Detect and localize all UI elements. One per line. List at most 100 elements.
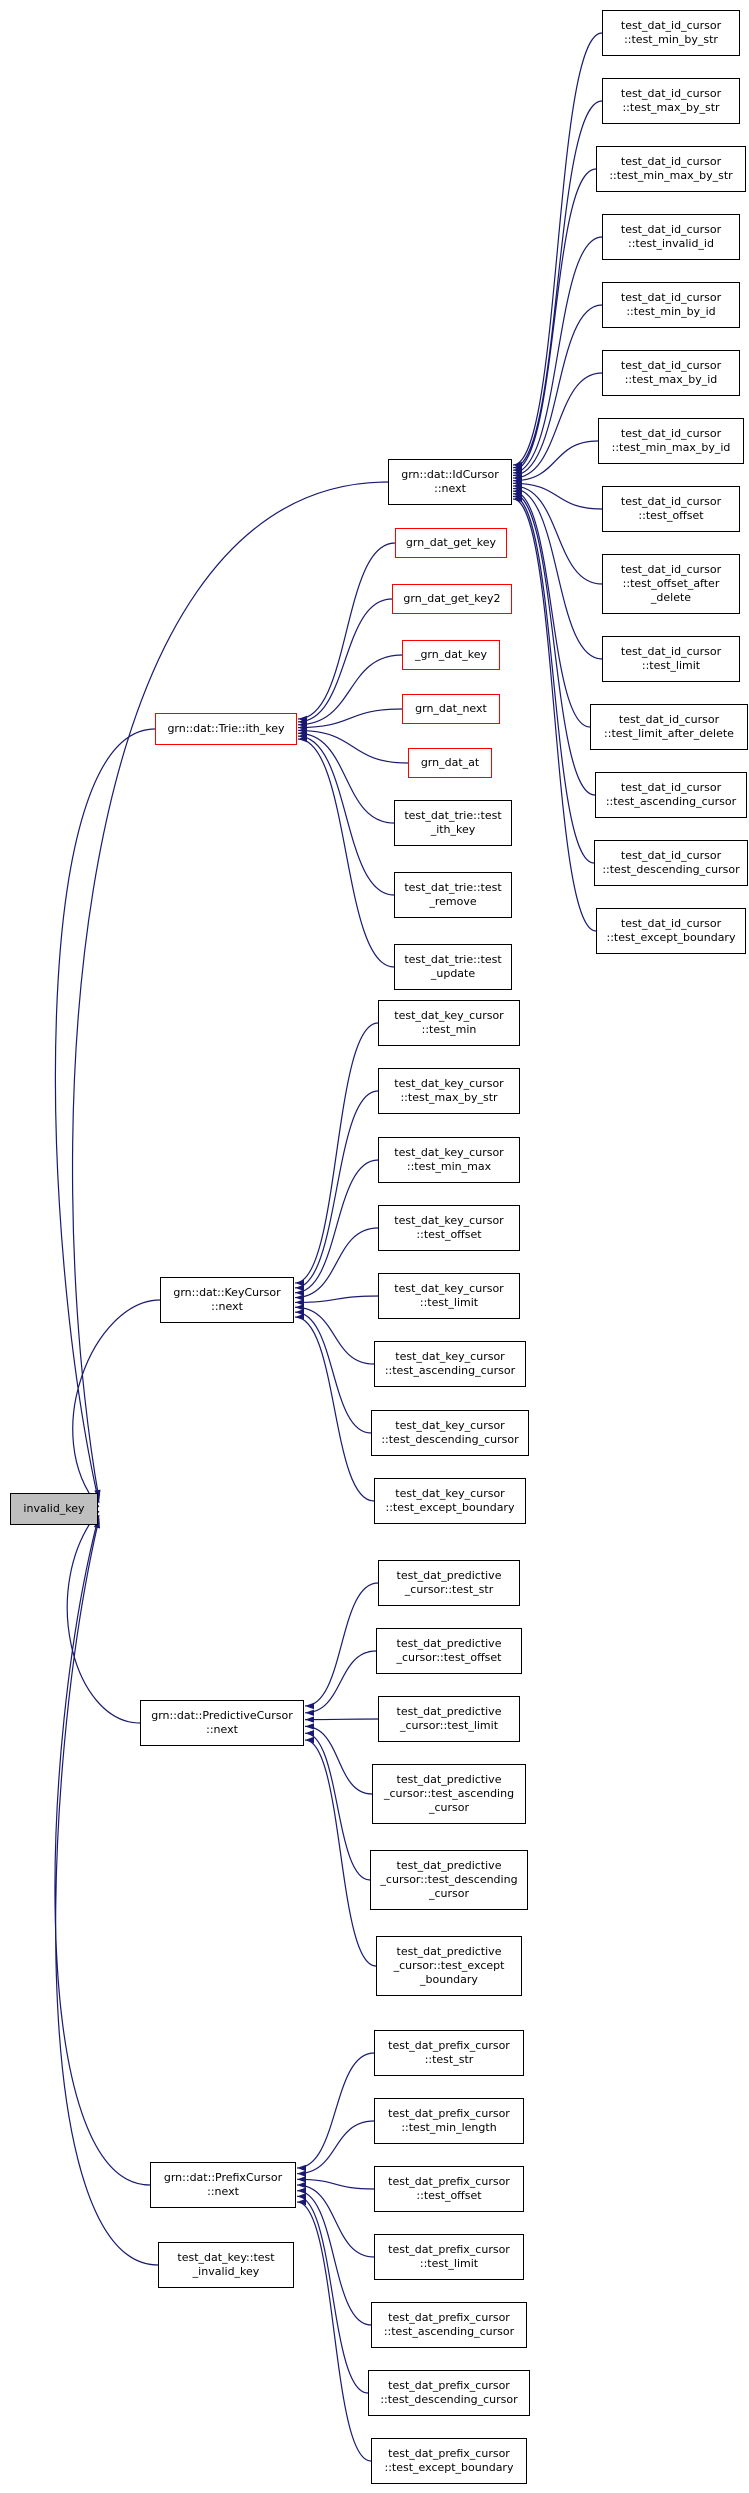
call-edge: [294, 1311, 372, 1434]
arrowhead-icon: [305, 1730, 314, 1737]
graph-node-label: _cursor::test_limit: [399, 1719, 499, 1732]
graph-node-id_offset[interactable]: test_dat_id_cursor::test_offset: [602, 486, 740, 532]
call-edge: [71, 481, 389, 1500]
graph-node-id_descending[interactable]: test_dat_id_cursor::test_descending_curs…: [594, 840, 748, 886]
graph-node-pre_offset[interactable]: test_dat_prefix_cursor::test_offset: [374, 2166, 524, 2212]
graph-node-id_min_by_str[interactable]: test_dat_id_cursor::test_min_by_str: [602, 10, 740, 56]
graph-node-key_min_max[interactable]: test_dat_key_cursor::test_min_max: [378, 1137, 520, 1183]
graph-node-label: _cursor: [428, 1887, 470, 1900]
arrowhead-icon: [295, 1313, 304, 1321]
graph-node-pre_limit[interactable]: test_dat_prefix_cursor::test_limit: [374, 2234, 524, 2280]
graph-node-pre_descending[interactable]: test_dat_prefix_cursor::test_descending_…: [368, 2370, 530, 2416]
call-edge: [297, 738, 395, 968]
graph-node-pred_str[interactable]: test_dat_predictive_cursor::test_str: [378, 1560, 520, 1606]
graph-node-key_limit[interactable]: test_dat_key_cursor::test_limit: [378, 1273, 520, 1319]
graph-node-test_invalid_key[interactable]: test_dat_key::test_invalid_key: [158, 2242, 294, 2288]
graph-node-key_except[interactable]: test_dat_key_cursor::test_except_boundar…: [374, 1478, 526, 1524]
graph-node-key_max_by_str[interactable]: test_dat_key_cursor::test_max_by_str: [378, 1068, 520, 1114]
call-edge: [54, 728, 156, 1504]
graph-node-test_remove[interactable]: test_dat_trie::test_remove: [394, 872, 512, 918]
call-edge: [512, 372, 603, 479]
graph-node-test_ith_key[interactable]: test_dat_trie::test_ith_key: [394, 800, 512, 846]
graph-node-id_min_max_by_str[interactable]: test_dat_id_cursor::test_min_max_by_str: [596, 146, 746, 192]
graph-node-id_limit_after_delete[interactable]: test_dat_id_cursor::test_limit_after_del…: [590, 704, 748, 750]
graph-node-id_ascending[interactable]: test_dat_id_cursor::test_ascending_curso…: [595, 772, 747, 818]
graph-node-key_offset[interactable]: test_dat_key_cursor::test_offset: [378, 1205, 520, 1251]
call-edge: [297, 729, 409, 764]
graph-node-id_max_by_id[interactable]: test_dat_id_cursor::test_max_by_id: [602, 350, 740, 396]
graph-node-label: test_dat_key_cursor: [394, 1282, 504, 1295]
graph-node-id_except_boundary[interactable]: test_dat_id_cursor::test_except_boundary: [596, 908, 746, 954]
graph-node-pred_descending[interactable]: test_dat_predictive_cursor::test_descend…: [370, 1850, 528, 1910]
call-edge: [294, 1295, 379, 1304]
call-edge: [297, 654, 403, 726]
arrowhead-icon: [297, 2164, 306, 2172]
call-edge: [304, 1650, 377, 1714]
graph-node-key_descending[interactable]: test_dat_key_cursor::test_descending_cur…: [371, 1410, 529, 1456]
call-edge: [294, 1159, 379, 1294]
graph-node-label: test_dat_id_cursor: [620, 563, 722, 576]
graph-node-label: ::test_offset: [416, 1228, 482, 1241]
graph-node-id_invalid_id[interactable]: test_dat_id_cursor::test_invalid_id: [602, 214, 740, 260]
graph-node-label: ::test_limit_after_delete: [604, 727, 734, 740]
graph-node-keycursor_next[interactable]: grn::dat::KeyCursor::next: [160, 1277, 294, 1323]
graph-node-label: ::test_min_length: [401, 2121, 497, 2134]
graph-node-label: _cursor::test_descending: [380, 1873, 518, 1886]
graph-node-label: ::test_except_boundary: [385, 1501, 515, 1514]
graph-node-label: ::test_min_max_by_id: [611, 441, 731, 454]
graph-node-label: test_dat_key_cursor: [394, 1214, 504, 1227]
graph-node-pred_except[interactable]: test_dat_predictive_cursor::test_except_…: [376, 1936, 522, 1996]
graph-node-grn_dat_next[interactable]: grn_dat_next: [402, 694, 500, 724]
call-edge: [296, 2195, 369, 2394]
graph-node-id_max_by_str[interactable]: test_dat_id_cursor::test_max_by_str: [602, 78, 740, 124]
graph-node-grn_dat_get_key[interactable]: grn_dat_get_key: [395, 528, 507, 558]
arrowhead-icon: [295, 1279, 304, 1287]
arrowhead-icon: [298, 735, 307, 743]
graph-node-id_limit[interactable]: test_dat_id_cursor::test_limit: [602, 636, 740, 682]
graph-node-label: test_dat_id_cursor: [620, 495, 722, 508]
graph-node-label: test_dat_trie::test: [404, 809, 502, 822]
graph-node-label: ::test_ascending_cursor: [383, 2325, 515, 2338]
graph-node-pre_min_length[interactable]: test_dat_prefix_cursor::test_min_length: [374, 2098, 524, 2144]
arrowhead-icon: [305, 1723, 314, 1730]
graph-node-pre_except[interactable]: test_dat_prefix_cursor::test_except_boun…: [371, 2438, 527, 2484]
graph-node-trie_ith_key[interactable]: grn::dat::Trie::ith_key: [155, 713, 297, 745]
graph-node-pred_ascending[interactable]: test_dat_predictive_cursor::test_ascendi…: [372, 1764, 526, 1824]
graph-node-label: ::next: [211, 1300, 243, 1313]
graph-node-label: ::test_limit: [641, 659, 701, 672]
call-edge: [304, 1739, 377, 1967]
graph-node-grn_dat_get_key2[interactable]: grn_dat_get_key2: [392, 584, 512, 614]
graph-node-label: _grn_dat_key: [414, 648, 488, 661]
graph-node-test_update[interactable]: test_dat_trie::test_update: [394, 944, 512, 990]
graph-node-_grn_dat_key[interactable]: _grn_dat_key: [402, 640, 500, 670]
graph-node-label: ::test_offset_after: [622, 577, 720, 590]
call-edge: [512, 32, 603, 466]
graph-node-pred_offset[interactable]: test_dat_predictive_cursor::test_offset: [376, 1628, 522, 1674]
call-edge: [55, 1518, 159, 2266]
graph-node-predictive_next[interactable]: grn::dat::PredictiveCursor::next: [140, 1700, 304, 1746]
call-edge: [512, 498, 597, 932]
graph-node-id_min_by_id[interactable]: test_dat_id_cursor::test_min_by_id: [602, 282, 740, 328]
graph-node-label: ::test_descending_cursor: [381, 1433, 519, 1446]
call-edge: [512, 495, 595, 864]
graph-node-id_min_max_by_id[interactable]: test_dat_id_cursor::test_min_max_by_id: [598, 418, 744, 464]
graph-node-id_offset_after_delete[interactable]: test_dat_id_cursor::test_offset_after_de…: [602, 554, 740, 614]
graph-node-label: ::test_min: [421, 1023, 477, 1036]
graph-node-label: ::test_descending_cursor: [602, 863, 740, 876]
graph-node-label: ::test_descending_cursor: [380, 2393, 518, 2406]
graph-node-pre_str[interactable]: test_dat_prefix_cursor::test_str: [374, 2030, 524, 2076]
graph-node-prefix_next[interactable]: grn::dat::PrefixCursor::next: [150, 2162, 296, 2208]
graph-node-pred_limit[interactable]: test_dat_predictive_cursor::test_limit: [378, 1696, 520, 1742]
arrowhead-icon: [295, 1294, 304, 1301]
graph-node-key_ascending[interactable]: test_dat_key_cursor::test_ascending_curs…: [374, 1341, 526, 1387]
call-edge: [294, 1090, 379, 1289]
call-edge: [512, 168, 597, 471]
call-edge: [66, 1510, 141, 1724]
call-edge: [512, 485, 603, 585]
graph-node-idcursor_next[interactable]: grn::dat::IdCursor::next: [388, 459, 512, 505]
graph-node-label: ::test_min_by_str: [624, 33, 718, 46]
call-edge: [512, 100, 603, 469]
graph-node-grn_dat_at[interactable]: grn_dat_at: [408, 748, 492, 778]
graph-node-pre_ascending[interactable]: test_dat_prefix_cursor::test_ascending_c…: [371, 2302, 527, 2348]
graph-node-key_min[interactable]: test_dat_key_cursor::test_min: [378, 1000, 520, 1046]
